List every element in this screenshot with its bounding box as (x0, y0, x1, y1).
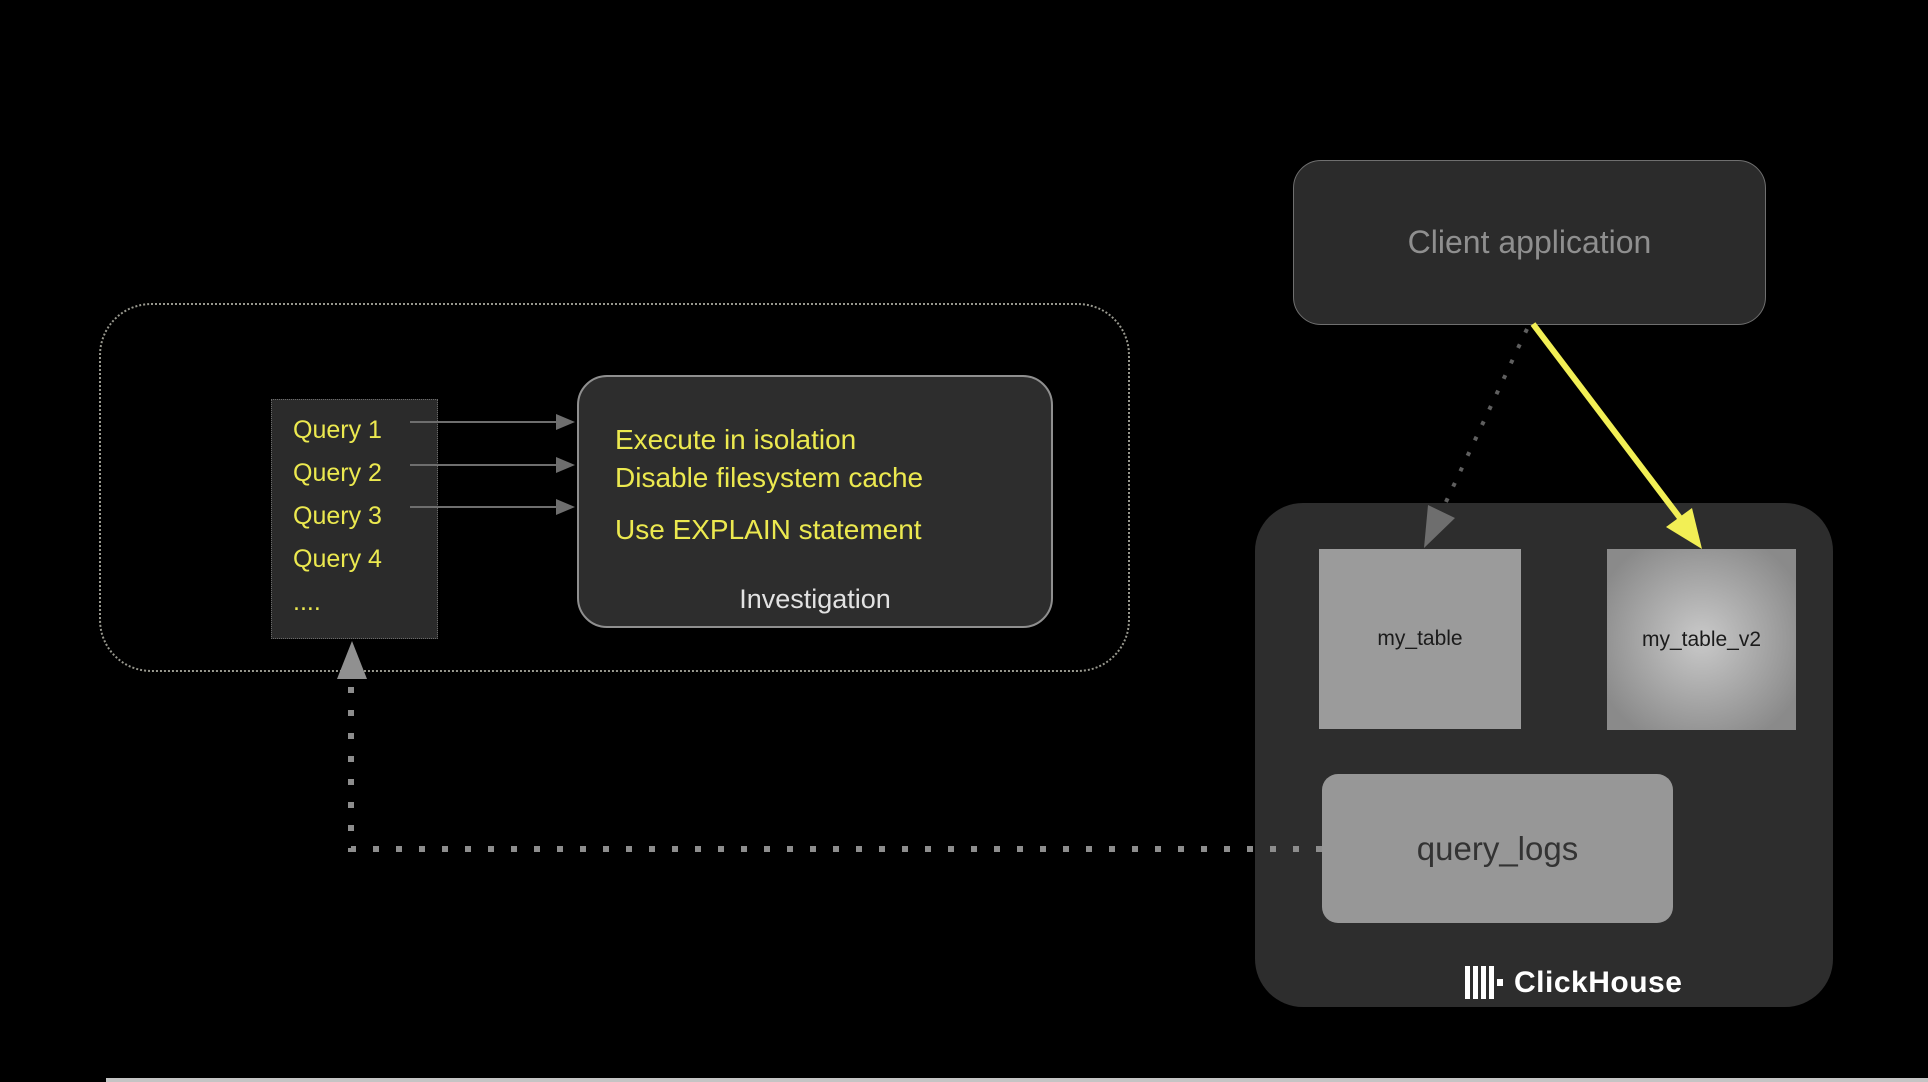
query-item: Query 4 (293, 545, 382, 573)
query-list-box: Query 1 Query 2 Query 3 Query 4 .... (271, 399, 438, 639)
clickhouse-logo-bars-icon (1465, 966, 1494, 999)
investigation-line: Use EXPLAIN statement (615, 514, 922, 545)
query-item: Query 3 (293, 502, 382, 530)
investigation-region-outline (99, 303, 1130, 672)
query-item: Query 2 (293, 459, 382, 487)
investigation-box: Execute in isolation Disable filesystem … (577, 375, 1053, 628)
query-logs-label: query_logs (1416, 829, 1579, 867)
dotted-line (1443, 328, 1529, 505)
investigation-line: Execute in isolation (615, 424, 857, 455)
client-application-label: Client application (1407, 224, 1652, 260)
dotted-path (348, 684, 1322, 852)
yellow-arrow-line (1530, 322, 1683, 520)
query-item: Query 1 (293, 416, 382, 444)
my-table-label: my_table (1377, 627, 1463, 650)
my-table-v2-label: my_table_v2 (1641, 627, 1762, 651)
clickhouse-logo-dot-icon (1497, 979, 1503, 986)
querylogs-to-querylist-dotted-arrow (337, 641, 1322, 852)
query-logs-box: query_logs (1322, 774, 1673, 923)
query-item-ellipsis: .... (293, 588, 321, 616)
investigation-caption: Investigation (739, 584, 891, 614)
clickhouse-container: my_table my_table_v2 query_logs ClickHou… (1255, 503, 1833, 1007)
clickhouse-logo: ClickHouse (1465, 964, 1682, 1001)
bottom-edge-strip (106, 1078, 1928, 1082)
my-table-v2-box: my_table_v2 (1607, 549, 1796, 730)
clickhouse-brand-label: ClickHouse (1514, 965, 1683, 999)
investigation-line: Disable filesystem cache (615, 462, 924, 493)
my-table-box: my_table (1319, 549, 1521, 729)
client-application-box: Client application (1293, 160, 1766, 325)
